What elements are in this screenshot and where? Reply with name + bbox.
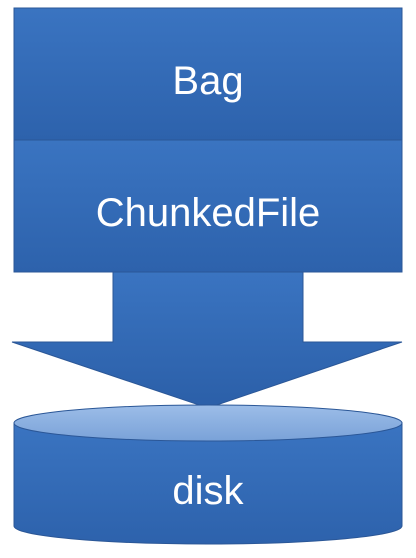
disk-cylinder: disk (13, 404, 403, 545)
layer-bag-box (13, 7, 403, 141)
disk-cylinder-body (13, 422, 403, 545)
layer-chunkedfile-label: ChunkedFile (96, 191, 321, 235)
layer-bag: Bag (13, 7, 403, 141)
disk-cylinder-top (13, 404, 403, 442)
layer-chunkedfile-box (13, 139, 403, 273)
layer-bag-label: Bag (172, 59, 243, 103)
layer-chunkedfile: ChunkedFile (13, 139, 403, 273)
disk-label: disk (172, 469, 244, 513)
down-arrow-icon (11, 271, 403, 409)
